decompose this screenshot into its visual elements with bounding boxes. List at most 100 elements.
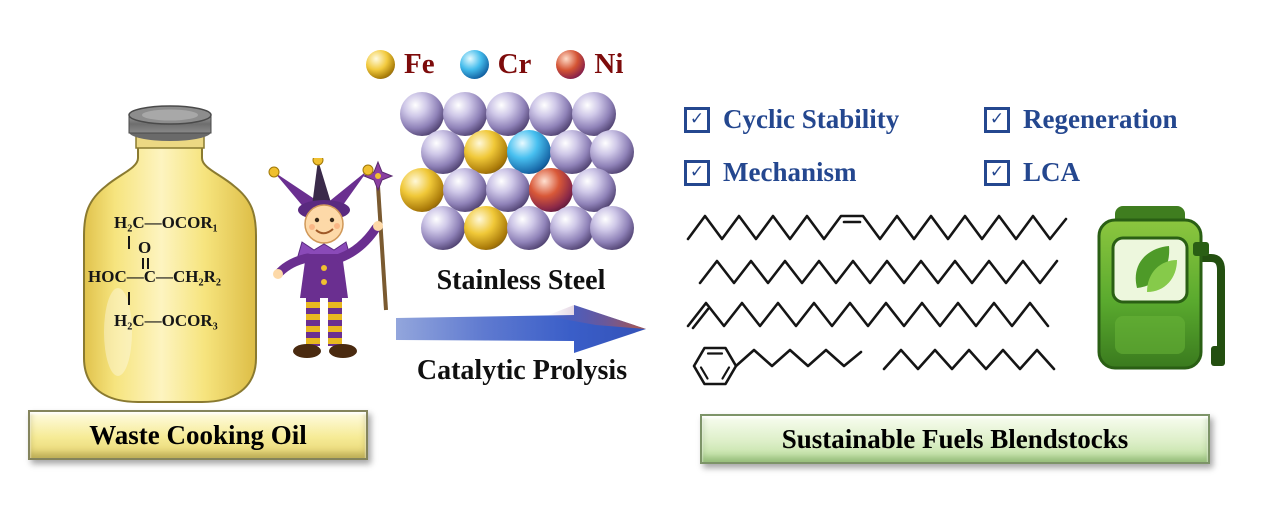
catalyst-sphere [486,168,530,212]
vertical-bond [128,236,130,249]
hat-bell [268,166,280,178]
jester-face [304,204,344,244]
catalyst-sphere [443,168,487,212]
catalyst-sphere [400,92,444,136]
staff-star-center [375,173,381,179]
checklist-item-mechanism: ✓ Mechanism [684,159,856,186]
checkbox-icon: ✓ [684,159,710,186]
jester-left-arm [275,253,313,277]
catalyst-sphere-cr [507,130,551,174]
check-glyph: ✓ [989,109,1005,129]
check-glyph: ✓ [689,162,705,182]
catalyst-sphere [590,206,634,250]
catalyst-sphere-fe [400,168,444,212]
sustainable-fuels-banner: Sustainable Fuels Blendstocks [700,414,1210,464]
jester-hat-spike [274,172,322,210]
short-alkane-chain [882,348,1056,371]
banner-left-text: Waste Cooking Oil [89,419,307,450]
arrow-highlight [546,305,646,329]
bottle-shine [104,288,132,376]
bottle-body [83,145,257,403]
jester-staff [376,185,388,311]
catalyst-sphere-ni [529,168,573,212]
benzene-ring [692,346,738,386]
double-bond-line [147,258,149,269]
carbonyl-oxygen: O [138,238,152,257]
leaf-icon [1147,260,1177,292]
hat-bell [312,158,324,166]
jester-character-illustration [268,158,394,358]
stainless-steel-label: Stainless Steel [436,265,606,296]
ni-sphere-icon [556,50,586,79]
jester-right-arm [335,223,381,263]
catalyst-sphere [421,130,465,174]
checklist-label: Mechanism [723,157,857,187]
jester-leg [328,298,342,346]
jester-smile [315,228,334,235]
checklist-item-cyclic-stability: ✓ Cyclic Stability [684,106,899,133]
leaf-icon [1135,246,1170,288]
catalyst-sphere-grid [400,92,634,250]
waste-oil-bottle-illustration [83,105,257,403]
arrow-body [396,305,646,353]
tunic-button [321,265,327,271]
molecule-row-2: HOC—C—CH₂R₂ [88,267,221,286]
catalyst-sphere [550,206,594,250]
fe-sphere-icon [366,50,395,79]
catalyst-sphere [507,206,551,250]
ni-label: Ni [594,48,624,80]
checklist-label: Regeneration [1023,104,1178,134]
jester-cheek [309,224,315,230]
jester-right-hand [373,221,383,231]
alkane-chain [698,259,1059,285]
jester-shoe [293,344,321,358]
catalyst-sphere [572,92,616,136]
waste-cooking-oil-banner: Waste Cooking Oil [28,410,368,460]
cr-sphere-icon [459,50,489,79]
jester-shoe [329,344,357,358]
banner-right-text: Sustainable Fuels Blendstocks [781,423,1129,454]
checklist-label: LCA [1023,157,1081,187]
benzene-inner-bond [721,366,731,380]
jester-eye [329,217,335,223]
catalyst-sphere [550,130,594,174]
pump-hose-mount [1193,242,1209,256]
catalyst-cluster-illustration [400,92,634,250]
checklist-item-lca: ✓ LCA [984,159,1080,186]
pump-nozzle [1211,346,1225,366]
molecule-row-1: H₂C—OCOR₁ [114,213,218,232]
checklist-item-regeneration: ✓ Regeneration [984,106,1177,133]
bottle-cap-top-inner [142,109,198,121]
catalyst-legend: Fe Cr Ni [366,50,623,79]
catalyst-sphere [529,92,573,136]
jester-left-hand [273,269,283,279]
check-glyph: ✓ [989,162,1005,182]
vertical-bond [128,292,130,305]
catalyst-sphere [590,130,634,174]
catalyst-sphere [572,168,616,212]
catalytic-pyrolysis-label: Catalytic Prolysis [416,355,628,386]
fuel-pump-illustration [1097,206,1225,370]
double-bond-line [142,258,144,269]
benzene-inner-bond [699,366,709,380]
process-arrow [396,305,646,353]
catalyst-sphere-fe [464,206,508,250]
triglyceride-structure: H₂C—OCOR₁ O HOC—C—CH₂R₂ H₂C—OCOR₃ [88,213,268,344]
tunic-button [321,279,327,285]
checkbox-icon: ✓ [984,159,1010,186]
catalyst-sphere [421,206,465,250]
hat-bell [362,164,374,176]
molecule-row-3: H₂C—OCOR₃ [114,311,218,330]
jester-eye [314,217,320,223]
double-bond-line [691,307,710,330]
terminal-alkene-chain [686,301,1050,328]
checklist-label: Cyclic Stability [723,104,900,134]
cr-label: Cr [497,48,532,80]
catalyst-sphere-fe [464,130,508,174]
jester-hat-spike [312,160,332,206]
jester-cheek [334,223,340,229]
check-glyph: ✓ [689,109,705,129]
alkylbenzene-chain [734,348,863,368]
pump-lower-panel [1115,316,1185,354]
